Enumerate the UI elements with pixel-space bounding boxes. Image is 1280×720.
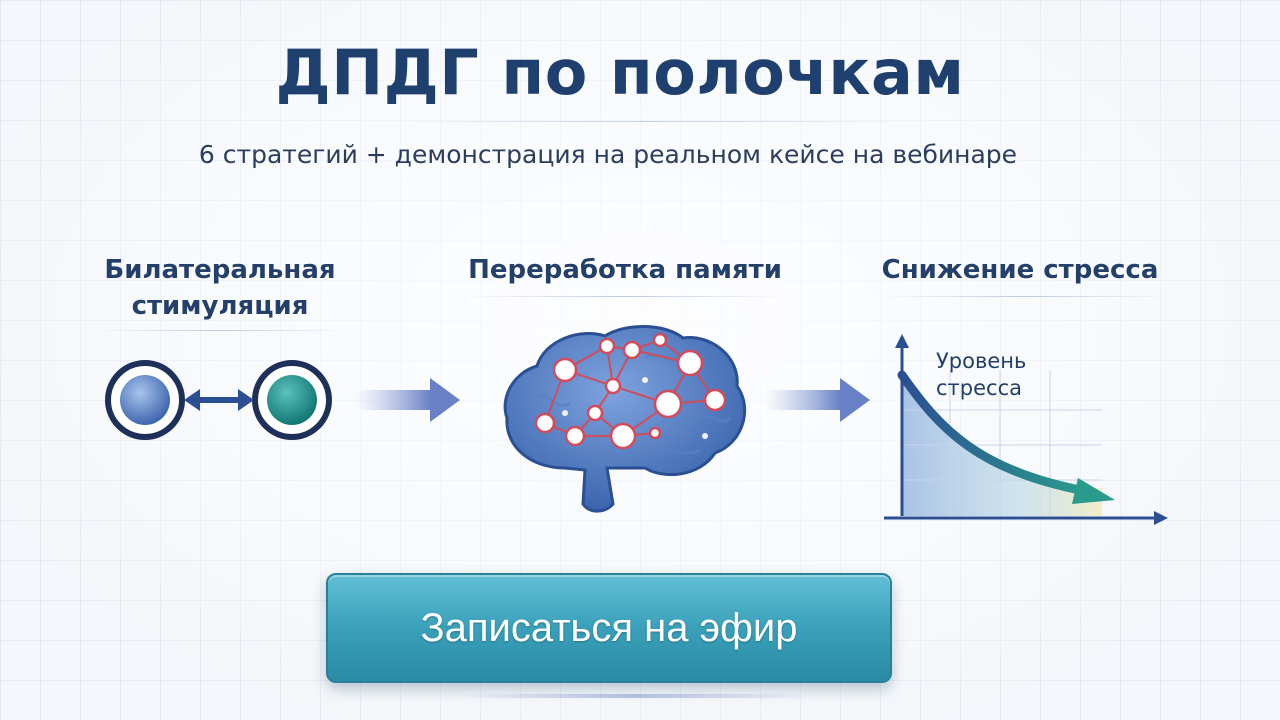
- title-divider: [380, 121, 920, 122]
- brain-icon: [503, 325, 747, 513]
- stress-chart-label-line2: стресса: [936, 376, 1022, 400]
- flow-arrow-icon: [765, 378, 870, 422]
- bilateral-label-line1: Билатеральная: [104, 255, 336, 285]
- memory-label-divider: [460, 296, 790, 297]
- signup-broadcast-button[interactable]: Записаться на эфир: [326, 573, 892, 683]
- bilateral-circles-icon: [105, 360, 332, 440]
- bilateral-label-divider: [95, 330, 345, 331]
- button-underline: [456, 694, 812, 698]
- double-arrow-icon: [184, 389, 254, 411]
- page-subtitle: 6 стратегий + демонстрация на реальном к…: [198, 140, 1018, 169]
- bilateral-stimulation-label: Билатеральная стимуляция: [90, 252, 350, 324]
- bilateral-label-line2: стимуляция: [131, 291, 309, 321]
- stress-chart-label-line1: Уровень: [936, 349, 1026, 373]
- flow-arrow-icon: [355, 378, 460, 422]
- memory-processing-label: Переработка памяти: [468, 255, 782, 285]
- stress-reduction-label: Снижение стресса: [881, 255, 1159, 285]
- stress-curve-icon: Уровень стресса: [884, 334, 1168, 525]
- page-title: ДПДГ по полочкам: [275, 36, 965, 109]
- stress-label-divider: [880, 296, 1170, 297]
